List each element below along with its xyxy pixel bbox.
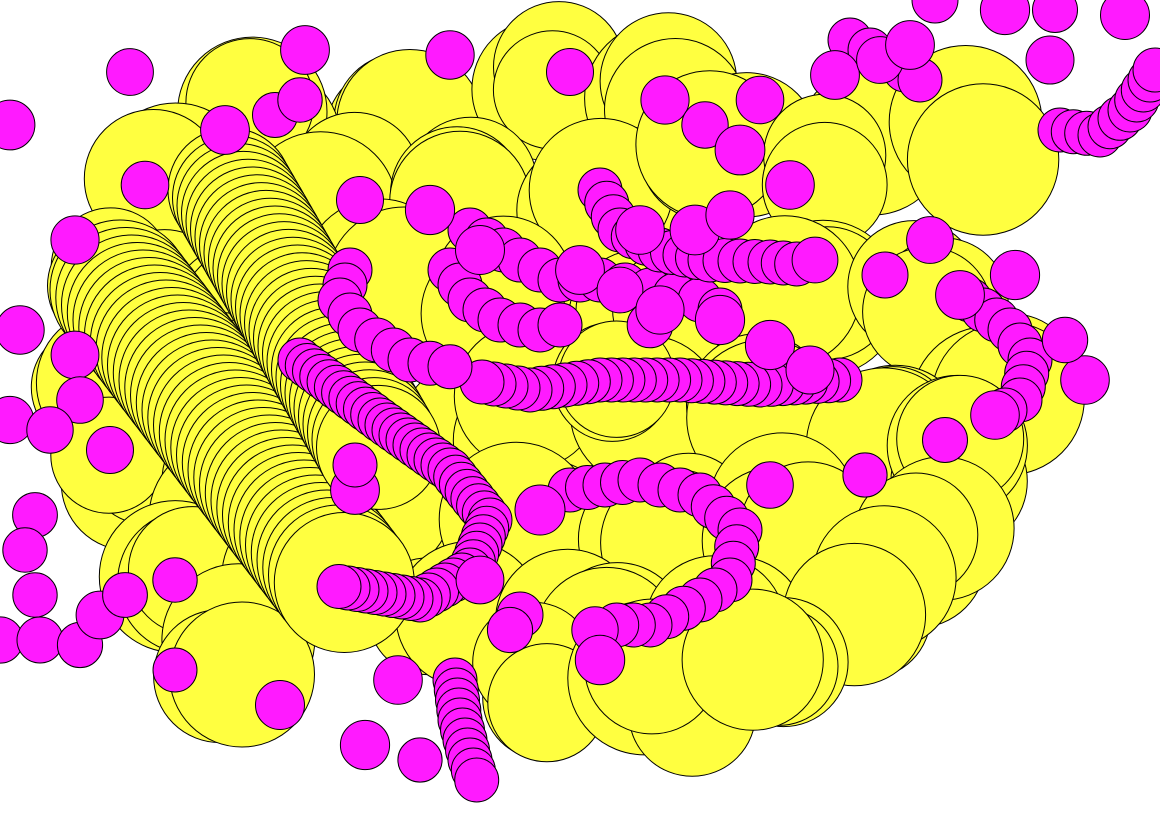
- small-circle: [1060, 355, 1110, 405]
- small-circle: [373, 655, 423, 705]
- small-circle: [514, 484, 566, 536]
- small-circle: [1025, 35, 1075, 85]
- small-circle: [200, 105, 250, 155]
- small-circle: [979, 0, 1031, 36]
- small-circle: [596, 266, 644, 314]
- small-circle: [537, 302, 583, 348]
- small-circle: [885, 20, 935, 70]
- small-circle: [714, 124, 766, 176]
- small-circle: [989, 249, 1041, 301]
- small-circle: [339, 719, 391, 771]
- small-circle: [746, 461, 794, 509]
- small-circle: [454, 757, 500, 803]
- large-circle: [906, 83, 1060, 236]
- small-circle: [316, 564, 362, 609]
- small-circle: [555, 245, 605, 295]
- small-circle: [56, 376, 104, 424]
- small-circle-layer: [0, 0, 1160, 803]
- small-circle: [50, 330, 100, 380]
- small-circle: [861, 251, 909, 299]
- small-circle: [735, 75, 785, 125]
- small-circle: [546, 48, 594, 96]
- small-circle: [404, 184, 456, 236]
- small-circle: [2, 527, 48, 573]
- small-circle: [455, 555, 505, 605]
- small-circle: [486, 606, 534, 654]
- small-circle: [332, 442, 378, 488]
- small-circle: [785, 345, 835, 395]
- small-circle: [635, 285, 685, 335]
- small-circle: [615, 205, 665, 255]
- small-circle: [744, 319, 796, 371]
- small-circle: [765, 160, 815, 210]
- small-circle: [681, 101, 729, 149]
- small-circle: [842, 452, 888, 498]
- small-circle: [152, 647, 198, 693]
- small-circle: [86, 426, 134, 474]
- small-circle: [255, 680, 305, 730]
- small-circle: [935, 270, 985, 320]
- small-circle: [1100, 0, 1150, 40]
- small-circle: [102, 572, 148, 618]
- small-circle: [277, 77, 323, 123]
- small-circle: [50, 215, 100, 265]
- small-circle: [574, 634, 626, 686]
- small-circle: [427, 344, 473, 390]
- small-circle: [791, 236, 839, 284]
- small-circle: [0, 305, 45, 355]
- small-circle: [1041, 316, 1089, 364]
- small-circle: [810, 50, 860, 100]
- small-circle: [906, 216, 954, 264]
- small-circle: [152, 557, 198, 603]
- small-circle: [705, 190, 755, 240]
- small-circle: [26, 406, 74, 454]
- small-circle: [640, 75, 690, 125]
- small-circle: [336, 176, 384, 224]
- small-circle: [911, 0, 959, 24]
- small-circle: [970, 390, 1020, 440]
- small-circle: [922, 417, 968, 463]
- small-circle: [397, 737, 443, 783]
- small-circle: [1032, 0, 1078, 33]
- small-circle: [694, 294, 746, 346]
- large-circle: [681, 588, 824, 731]
- small-circle: [0, 99, 36, 151]
- small-circle: [425, 30, 475, 80]
- small-circle: [1132, 47, 1160, 93]
- small-circle: [106, 48, 154, 96]
- small-circle: [455, 225, 505, 275]
- small-circle: [12, 572, 58, 618]
- small-circle: [280, 25, 330, 75]
- small-circle: [120, 160, 170, 210]
- small-circle: [16, 616, 64, 664]
